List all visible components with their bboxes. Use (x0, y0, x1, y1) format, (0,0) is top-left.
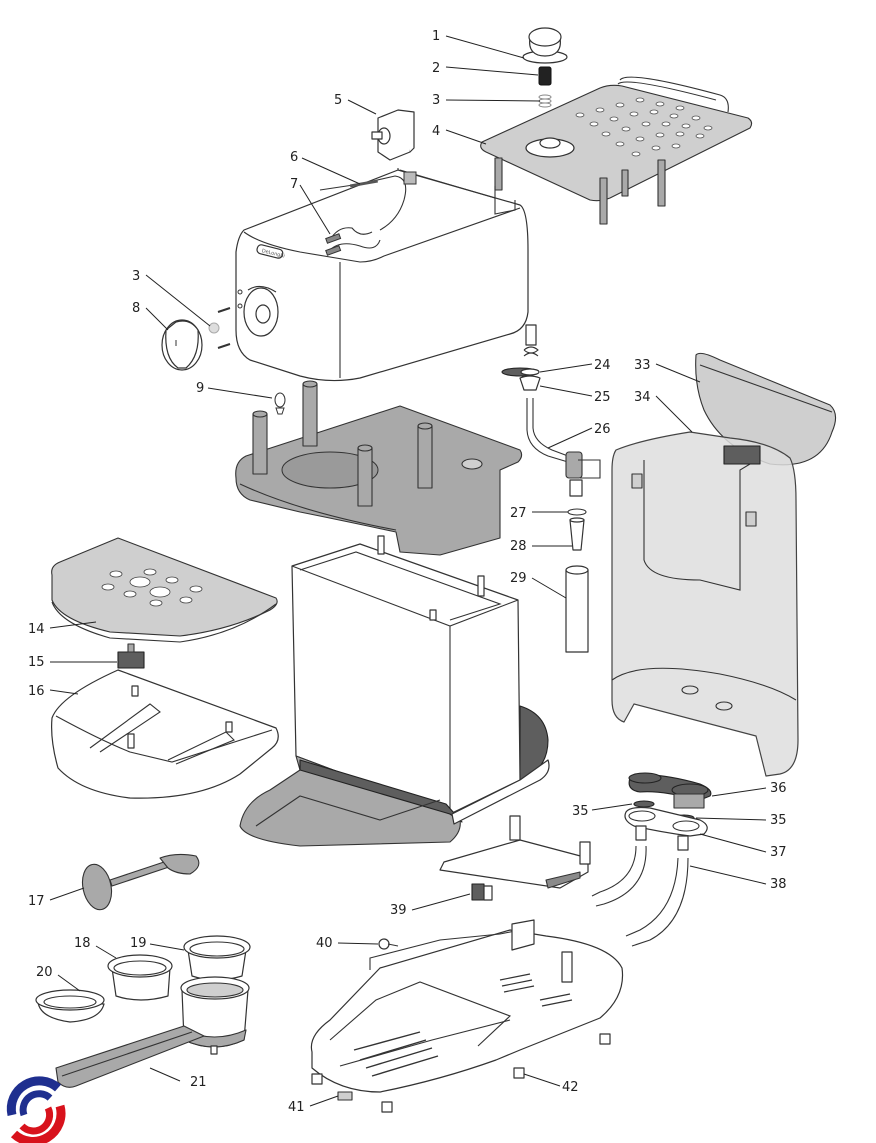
callout-label: 25 (594, 390, 611, 405)
part-steam-knob (522, 27, 568, 64)
part-lower-body (239, 535, 550, 847)
callout-label: 4 (432, 124, 440, 139)
part-drip-tray-grill (51, 537, 278, 643)
callout-label: 29 (510, 571, 527, 586)
callout-label: 39 (390, 903, 407, 918)
callout-label: 3 (432, 93, 440, 108)
part-top-cup-tray (480, 76, 753, 225)
callout-label: 38 (770, 877, 787, 892)
part-valve-assembly (591, 772, 712, 947)
callout-label: 42 (562, 1080, 579, 1095)
callout-label: 7 (290, 177, 298, 192)
callout-label: 34 (634, 390, 651, 405)
callout-labels: 1 2 3 4 5 6 7 3 8 9 14 15 16 17 18 19 20… (28, 29, 787, 1115)
part-base (310, 919, 624, 1113)
part-filter-holder (55, 976, 250, 1088)
callout-label: 27 (510, 506, 527, 521)
part-water-tank (611, 431, 799, 777)
callout-label: 9 (196, 381, 204, 396)
callout-label: 36 (770, 781, 787, 796)
callout-label: 19 (130, 936, 147, 951)
part-drip-tray (51, 669, 279, 799)
brand-badge-text: DeLonghi (261, 248, 285, 260)
callout-label: 40 (316, 936, 333, 951)
part-steam-wand-assembly (501, 324, 601, 653)
callout-label: 8 (132, 301, 140, 316)
part-selector-switch (371, 109, 415, 161)
callout-leaders (49, 35, 767, 1107)
part-water-tank-lid (695, 352, 837, 466)
part-spring (538, 94, 552, 108)
part-cable-clamp (378, 938, 399, 950)
callout-label: 18 (74, 936, 91, 951)
part-pod-filter (35, 989, 105, 1023)
callout-label: 26 (594, 422, 611, 437)
brand-logo (6, 1076, 66, 1143)
part-chassis (235, 380, 523, 556)
callout-label: 28 (510, 539, 527, 554)
part-tamper-scoop (81, 853, 200, 911)
callout-label: 24 (594, 358, 611, 373)
callout-label: 35 (770, 813, 787, 828)
callout-label: 2 (432, 61, 440, 76)
callout-label: 14 (28, 622, 45, 637)
callout-label: 37 (770, 845, 787, 860)
callout-label: 21 (190, 1075, 207, 1090)
callout-label: 35 (572, 804, 589, 819)
part-filter-two-cups (183, 935, 251, 981)
callout-label: 16 (28, 684, 45, 699)
part-microswitch (471, 883, 493, 901)
callout-label: 33 (634, 358, 651, 373)
part-filter-one-cup (107, 954, 173, 1001)
callout-label: 20 (36, 965, 53, 980)
callout-label: 15 (28, 655, 45, 670)
callout-label: 41 (288, 1100, 305, 1115)
callout-label: 5 (334, 93, 342, 108)
part-pump-support (439, 815, 591, 889)
part-float (117, 643, 145, 669)
callout-label: 17 (28, 894, 45, 909)
part-hose-clip (274, 392, 286, 415)
part-selector-knob (161, 307, 231, 371)
callout-label: 1 (432, 29, 440, 44)
callout-label: 6 (290, 150, 298, 165)
part-knob-shaft (538, 66, 552, 86)
callout-label: 3 (132, 269, 140, 284)
part-upper-body: DeLonghi (235, 168, 529, 382)
